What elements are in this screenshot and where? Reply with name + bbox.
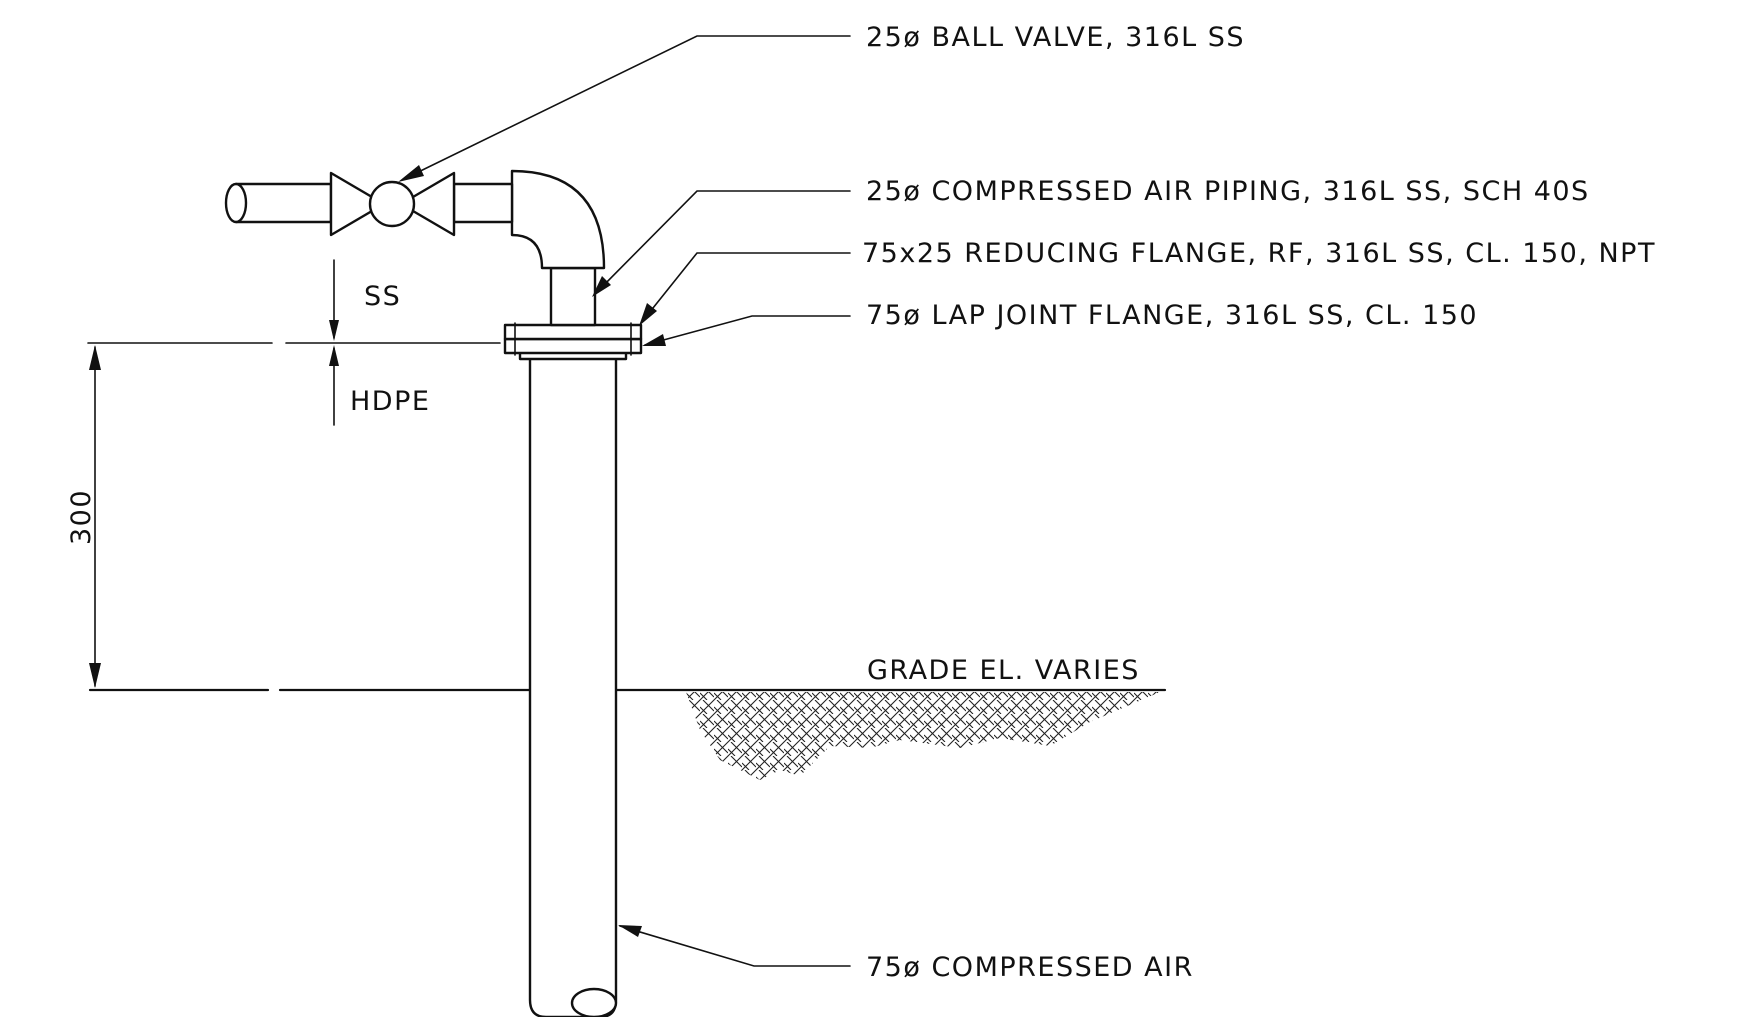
compressed-air-leader bbox=[619, 925, 851, 967]
vertical-ss-nipple bbox=[549, 266, 597, 327]
hdpe-arrow bbox=[329, 345, 339, 366]
air-piping-25mm bbox=[224, 169, 606, 327]
riser-pipe-75mm bbox=[528, 356, 618, 1017]
callout-reducing-flange: 75x25 REDUCING FLANGE, RF, 316L SS, CL. … bbox=[639, 238, 1656, 326]
compressed-air-callout: 75ø COMPRESSED AIR bbox=[866, 952, 1194, 983]
grade-label: GRADE EL. VARIES bbox=[867, 655, 1140, 686]
pipe-valve-to-elbow bbox=[452, 182, 514, 224]
dim-arrow-bottom bbox=[89, 663, 101, 688]
air-piping-callout: 25ø COMPRESSED AIR PIPING, 316L SS, SCH … bbox=[866, 176, 1590, 207]
compressed-air-arrow bbox=[618, 925, 642, 937]
soil-hatch bbox=[686, 692, 1160, 780]
reducing-flange-callout: 75x25 REDUCING FLANGE, RF, 316L SS, CL. … bbox=[862, 238, 1656, 269]
flange-assembly bbox=[503, 322, 643, 361]
ball-valve-callout: 25ø BALL VALVE, 316L SS bbox=[866, 22, 1245, 53]
ball-valve-leader bbox=[403, 35, 851, 180]
riser-pipe-cut-end bbox=[570, 987, 618, 1017]
callout-ball-valve: 25ø BALL VALVE, 316L SS bbox=[398, 22, 1245, 182]
dimension-300: 300 bbox=[66, 342, 501, 688]
hdpe-label: HDPE bbox=[350, 386, 430, 417]
lap-joint-flange-leader bbox=[644, 315, 851, 346]
air-piping-leader bbox=[594, 190, 851, 295]
pipe-upstream bbox=[234, 182, 333, 224]
reducing-flange-arrow bbox=[639, 303, 657, 326]
ball-valve-body-left bbox=[329, 171, 386, 237]
ss-label: SS bbox=[364, 281, 401, 312]
dim-arrow-top bbox=[89, 345, 101, 370]
ss-elbow bbox=[510, 169, 606, 270]
ball-valve-ball bbox=[368, 180, 416, 228]
callout-air-piping: 25ø COMPRESSED AIR PIPING, 316L SS, SCH … bbox=[592, 176, 1590, 297]
lap-joint-flange-arrow bbox=[642, 334, 666, 346]
reducing-flange-leader bbox=[640, 252, 851, 324]
lap-joint-flange bbox=[503, 337, 643, 355]
air-piping-arrow bbox=[592, 276, 611, 297]
reducing-flange bbox=[503, 323, 643, 341]
ball-valve-body-right bbox=[399, 171, 456, 237]
dimension-value: 300 bbox=[66, 489, 97, 545]
lap-joint-flange-callout: 75ø LAP JOINT FLANGE, 316L SS, CL. 150 bbox=[866, 300, 1478, 331]
ss-arrow bbox=[329, 320, 339, 341]
callout-lap-joint-flange: 75ø LAP JOINT FLANGE, 316L SS, CL. 150 bbox=[642, 300, 1478, 346]
material-transition-marker: SS HDPE bbox=[329, 259, 430, 426]
riser-pipe-body bbox=[528, 356, 618, 1017]
callout-compressed-air: 75ø COMPRESSED AIR bbox=[618, 925, 1194, 983]
ball-valve-arrow bbox=[398, 165, 424, 182]
grade-line-group: GRADE EL. VARIES bbox=[88, 655, 1167, 780]
pipe-upstream-cut-end bbox=[224, 182, 248, 224]
